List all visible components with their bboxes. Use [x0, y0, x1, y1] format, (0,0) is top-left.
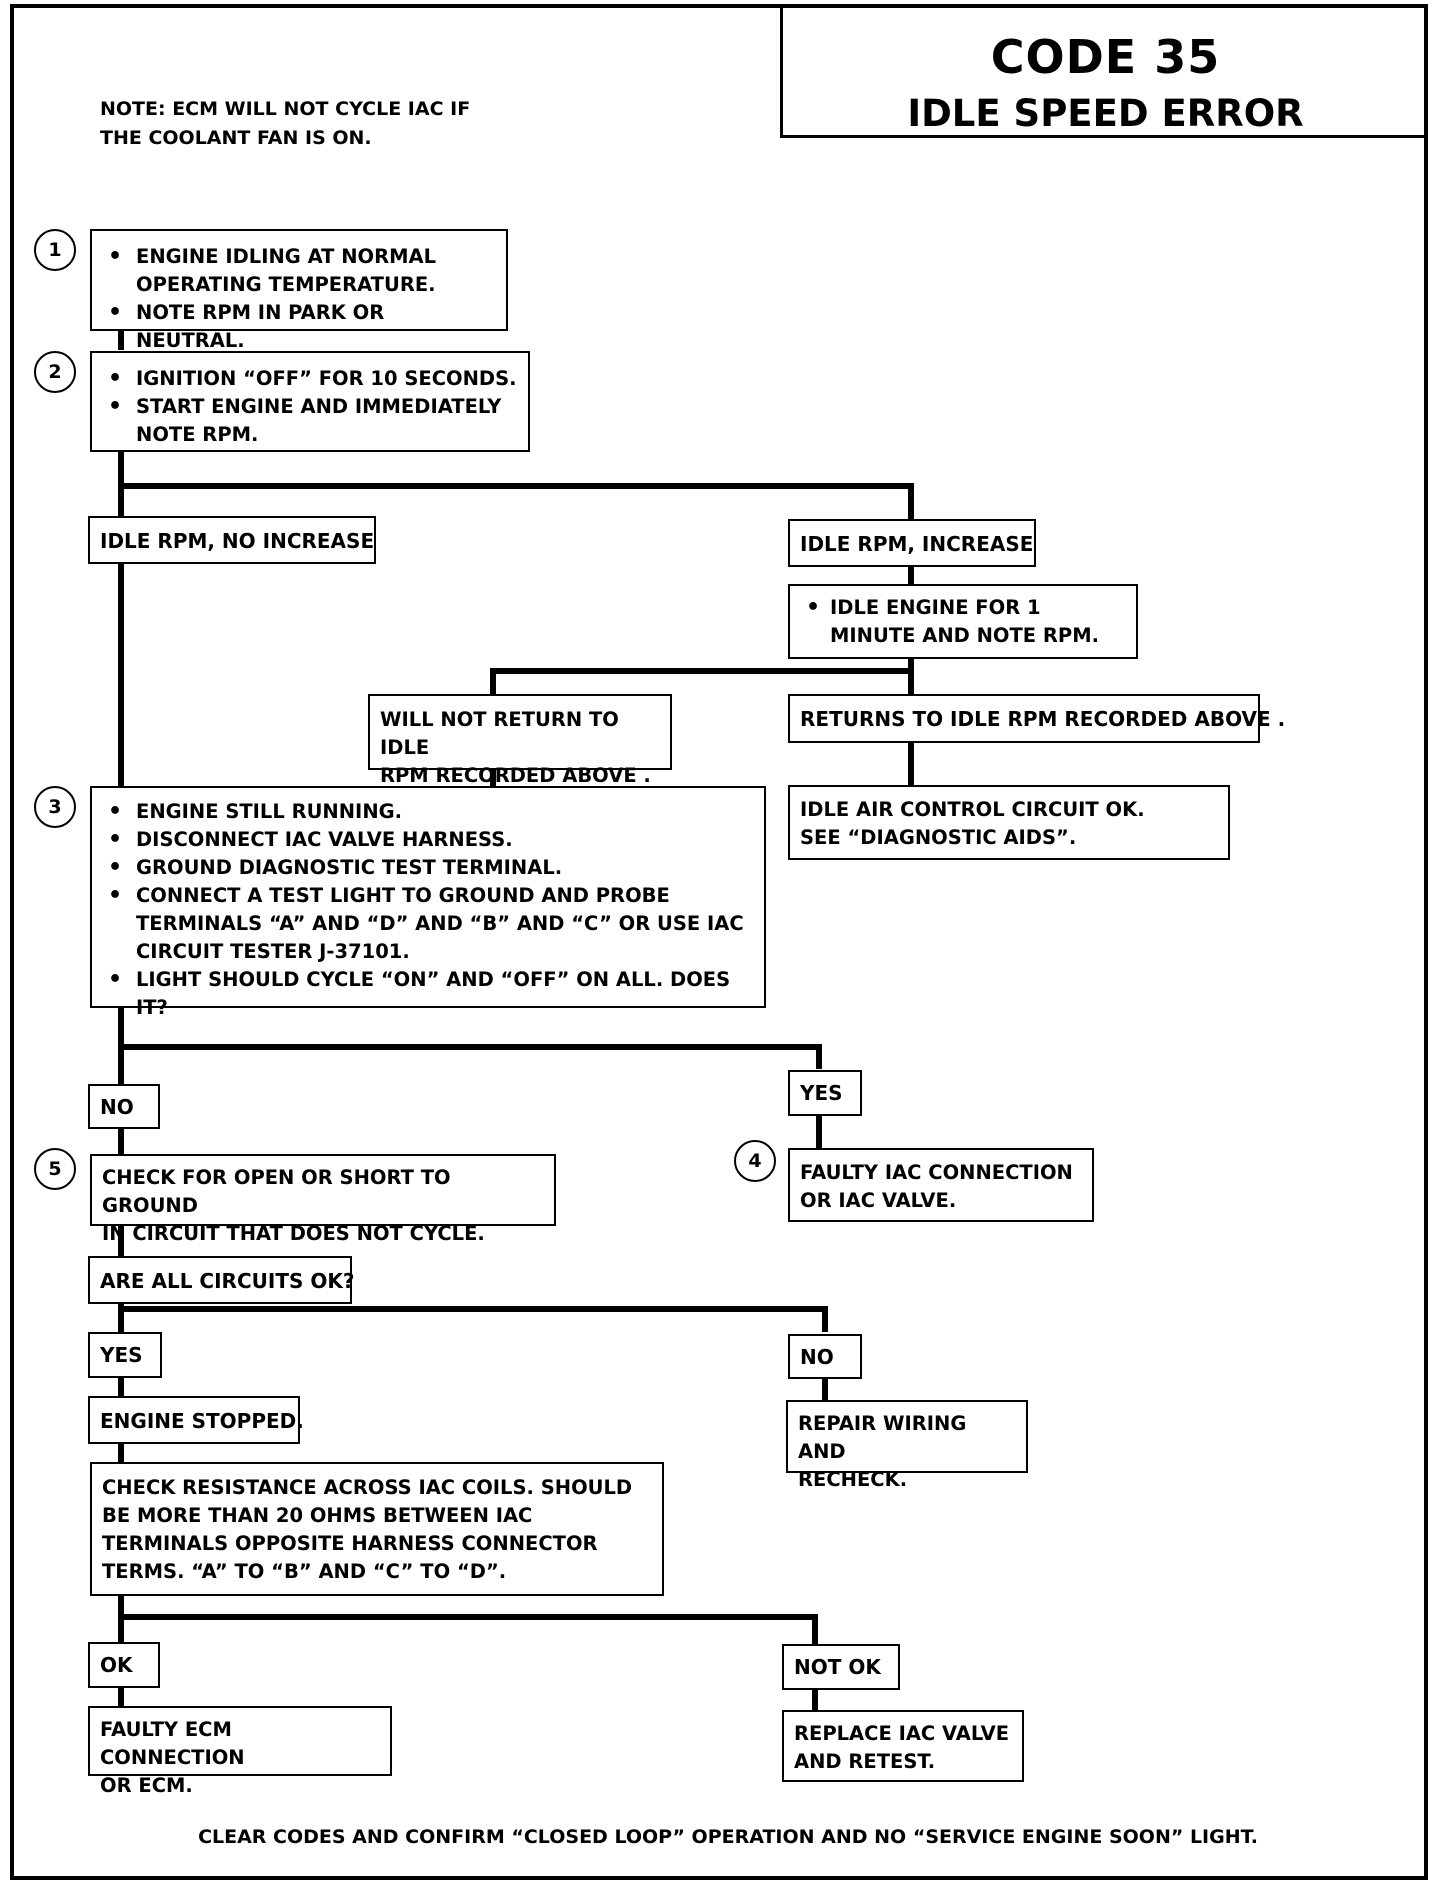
step2-item: IGNITION “OFF” FOR 10 SECONDS.	[102, 365, 518, 393]
idle-rpm-no-increase-label: IDLE RPM, NO INCREASE	[88, 516, 376, 564]
ok-label: OK	[88, 1642, 160, 1688]
step1-item: NOTE RPM IN PARK OR NEUTRAL.	[102, 299, 496, 355]
connector	[816, 1044, 822, 1069]
step-number-2: 2	[34, 351, 76, 393]
step-number-5: 5	[34, 1148, 76, 1190]
faulty-ecm-line-1: FAULTY ECM CONNECTION	[100, 1718, 245, 1769]
step-number-3: 3	[34, 786, 76, 828]
replace-iac-line-2: AND RETEST.	[794, 1750, 936, 1773]
iac-circuit-ok-line-1: IDLE AIR CONTROL CIRCUIT OK.	[800, 798, 1145, 821]
connector	[118, 1442, 124, 1462]
connector	[812, 1690, 818, 1712]
returns-to-idle-label: RETURNS TO IDLE RPM RECORDED ABOVE .	[788, 694, 1285, 743]
faulty-iac-box: FAULTY IAC CONNECTION OR IAC VALVE.	[788, 1148, 1094, 1222]
faulty-ecm-box: FAULTY ECM CONNECTION OR ECM.	[88, 1706, 392, 1797]
faulty-iac-line-2: OR IAC VALVE.	[800, 1189, 957, 1212]
step3-item: ENGINE STILL RUNNING.	[102, 798, 754, 826]
step3-item: LIGHT SHOULD CYCLE “ON” AND “OFF” ON ALL…	[102, 966, 754, 1022]
note-text: NOTE: ECM WILL NOT CYCLE IAC IF THE COOL…	[100, 95, 520, 153]
replace-iac-box: REPLACE IAC VALVE AND RETEST.	[782, 1710, 1024, 1782]
all-circuits-ok-label: ARE ALL CIRCUITS OK?	[88, 1256, 354, 1304]
check-resistance-box: CHECK RESISTANCE ACROSS IAC COILS. SHOUL…	[90, 1462, 664, 1596]
iac-circuit-ok-box: IDLE AIR CONTROL CIRCUIT OK. SEE “DIAGNO…	[788, 785, 1230, 860]
error-title: IDLE SPEED ERROR	[907, 92, 1304, 135]
idle-one-minute-item: IDLE ENGINE FOR 1 MINUTE AND NOTE RPM.	[800, 594, 1126, 650]
connector	[118, 1044, 822, 1050]
connector	[908, 483, 914, 519]
repair-wiring-line-1: REPAIR WIRING AND	[798, 1412, 967, 1463]
check-open-short-line-2: IN CIRCUIT THAT DOES NOT CYCLE.	[102, 1222, 485, 1245]
step-number-4: 4	[734, 1140, 776, 1182]
check-open-short-box: CHECK FOR OPEN OR SHORT TO GROUND IN CIR…	[90, 1154, 556, 1245]
connector	[118, 1614, 818, 1620]
will-not-return-line-1: WILL NOT RETURN TO IDLE	[380, 708, 619, 759]
step3-box: ENGINE STILL RUNNING. DISCONNECT IAC VAL…	[90, 786, 766, 1019]
yes-label: YES	[788, 1070, 862, 1116]
step2-item: START ENGINE AND IMMEDIATELY NOTE RPM.	[102, 393, 518, 449]
idle-one-minute-box: IDLE ENGINE FOR 1 MINUTE AND NOTE RPM.	[788, 584, 1138, 659]
engine-stopped-label: ENGINE STOPPED.	[88, 1396, 304, 1444]
connector	[118, 1377, 124, 1397]
faulty-ecm-line-2: OR ECM.	[100, 1774, 193, 1797]
no-circuits-label: NO	[788, 1334, 862, 1379]
connector	[118, 446, 124, 788]
step3-item: CONNECT A TEST LIGHT TO GROUND AND PROBE…	[102, 882, 754, 966]
connector	[118, 1686, 124, 1708]
yes-circuits-label: YES	[88, 1332, 162, 1378]
step3-item: DISCONNECT IAC VALVE HARNESS.	[102, 826, 754, 854]
check-resistance-text: CHECK RESISTANCE ACROSS IAC COILS. SHOUL…	[102, 1476, 633, 1583]
connector	[118, 1224, 124, 1256]
no-label: NO	[88, 1084, 160, 1129]
connector	[490, 668, 496, 694]
page-frame	[10, 4, 1428, 1880]
step1-item: ENGINE IDLING AT NORMAL OPERATING TEMPER…	[102, 243, 496, 299]
connector	[822, 1377, 828, 1401]
step3-item: GROUND DIAGNOSTIC TEST TERMINAL.	[102, 854, 754, 882]
step1-box: ENGINE IDLING AT NORMAL OPERATING TEMPER…	[90, 229, 508, 352]
faulty-iac-line-1: FAULTY IAC CONNECTION	[800, 1161, 1073, 1184]
idle-rpm-increase-label: IDLE RPM, INCREASE	[788, 519, 1036, 567]
connector	[822, 1306, 828, 1332]
connector	[816, 1114, 822, 1149]
will-not-return-box: WILL NOT RETURN TO IDLE RPM RECORDED ABO…	[368, 694, 672, 787]
repair-wiring-line-2: RECHECK.	[798, 1468, 908, 1491]
connector	[812, 1614, 818, 1644]
connector	[908, 655, 914, 695]
will-not-return-line-2: RPM RECORDED ABOVE .	[380, 764, 651, 787]
iac-circuit-ok-line-2: SEE “DIAGNOSTIC AIDS”.	[800, 826, 1077, 849]
connector	[908, 739, 914, 785]
check-open-short-line-1: CHECK FOR OPEN OR SHORT TO GROUND	[102, 1166, 451, 1217]
connector	[118, 1127, 124, 1154]
connector	[118, 1302, 124, 1332]
step-number-1: 1	[34, 229, 76, 271]
connector	[490, 767, 496, 787]
connector	[118, 483, 914, 489]
title-block: CODE 35 IDLE SPEED ERROR	[780, 4, 1428, 138]
connector	[118, 1306, 828, 1312]
note-line-1: NOTE: ECM WILL NOT CYCLE IAC IF	[100, 98, 471, 120]
footer-instruction: CLEAR CODES AND CONFIRM “CLOSED LOOP” OP…	[198, 1826, 1258, 1848]
step2-box: IGNITION “OFF” FOR 10 SECONDS. START ENG…	[90, 351, 530, 452]
repair-wiring-box: REPAIR WIRING AND RECHECK.	[786, 1400, 1028, 1491]
connector	[908, 564, 914, 584]
connector	[490, 668, 914, 674]
code-title: CODE 35	[990, 30, 1221, 84]
not-ok-label: NOT OK	[782, 1644, 900, 1690]
replace-iac-line-1: REPLACE IAC VALVE	[794, 1722, 1010, 1745]
note-line-2: THE COOLANT FAN IS ON.	[100, 127, 372, 149]
